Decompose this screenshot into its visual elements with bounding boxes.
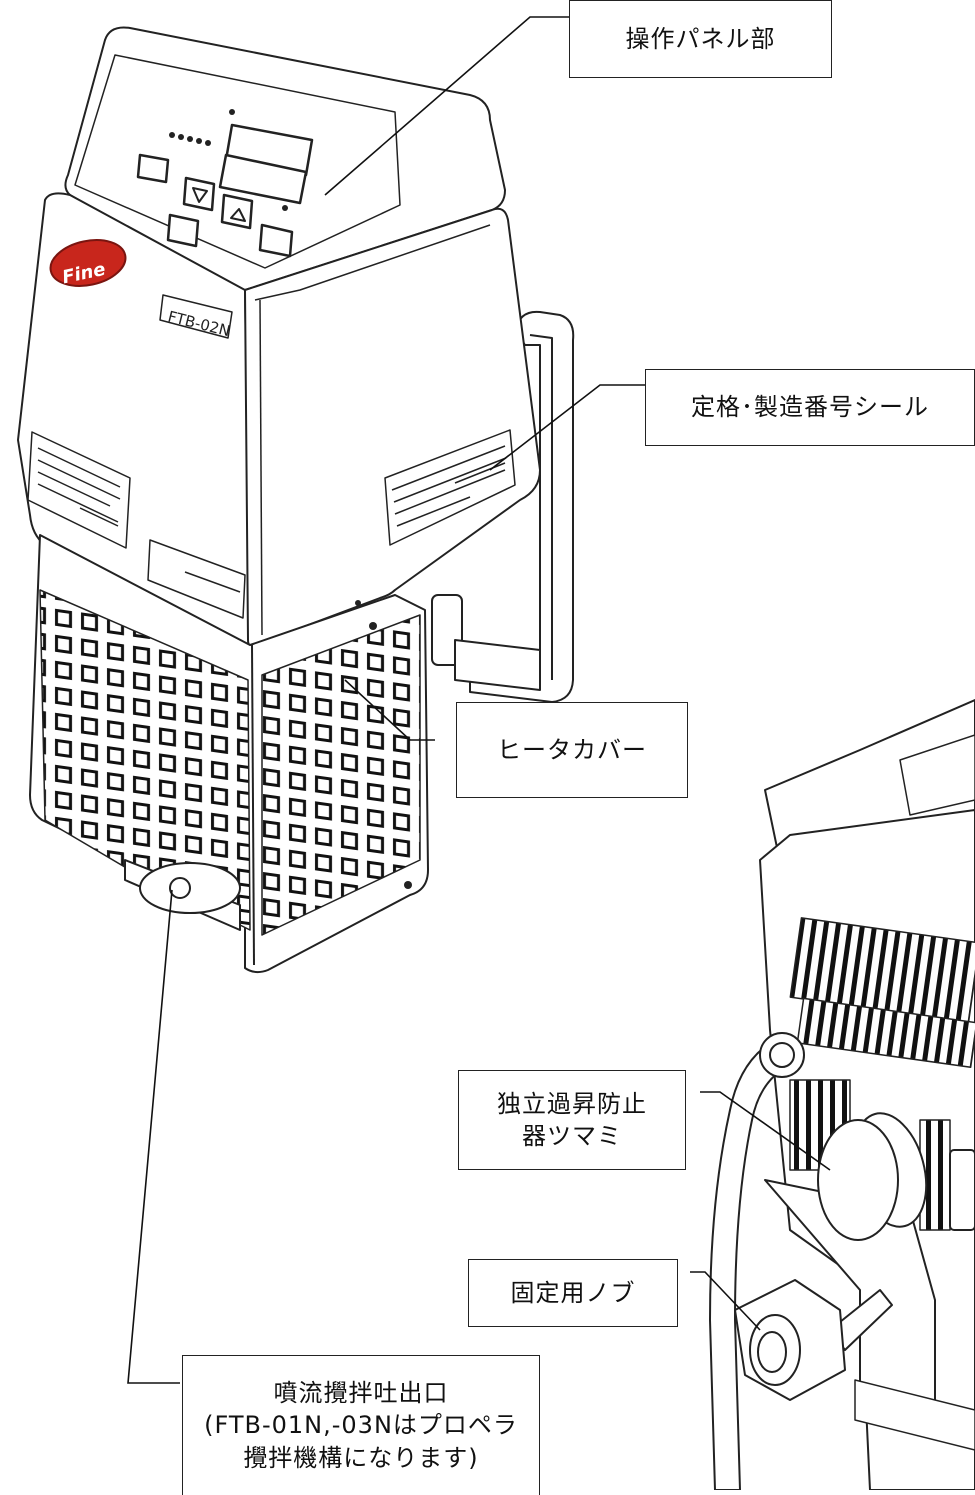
model-plate bbox=[159, 294, 233, 339]
display-lower bbox=[218, 153, 308, 205]
leader-fixing-knob bbox=[690, 1271, 761, 1331]
label-heater-cover: ヒータカバー bbox=[456, 702, 688, 798]
rating-seal bbox=[384, 429, 516, 546]
leader-rating-seal bbox=[489, 384, 645, 471]
label-rating-seal: 定格･製造番号シール bbox=[645, 369, 975, 446]
leader-heater-cover bbox=[344, 679, 435, 741]
rear-clamp-loop bbox=[709, 1039, 791, 1490]
rear-device bbox=[709, 699, 975, 1490]
panel-button-menu bbox=[258, 223, 294, 258]
label-overheat-knob: 独立過昇防止 器ツマミ bbox=[458, 1070, 686, 1170]
label-heater-cover-text: ヒータカバー bbox=[497, 735, 647, 764]
leader-lines bbox=[127, 16, 831, 1384]
outlet-nozzle bbox=[169, 877, 191, 899]
overheat-knob bbox=[817, 1112, 928, 1241]
main-device: Fine FTB-02N bbox=[17, 26, 575, 974]
panel-button-set bbox=[136, 153, 170, 184]
fixing-knob bbox=[734, 1279, 893, 1401]
label-overheat-knob-line1: 独立過昇防止 bbox=[497, 1089, 647, 1118]
panel-button-run bbox=[166, 213, 200, 248]
label-control-panel-text: 操作パネル部 bbox=[625, 24, 776, 53]
label-outlet-line3: 攪拌機構になります) bbox=[243, 1443, 479, 1472]
label-overheat-knob-line2: 器ツマミ bbox=[522, 1122, 622, 1150]
leader-control-panel bbox=[324, 16, 570, 196]
brand-logo bbox=[49, 239, 127, 287]
front-small-label bbox=[147, 539, 246, 619]
label-rating-seal-text: 定格･製造番号シール bbox=[691, 393, 929, 422]
label-outlet-line1: 噴流攪拌吐出口 bbox=[273, 1378, 449, 1407]
panel-button-down bbox=[182, 176, 216, 212]
label-fixing-knob: 固定用ノブ bbox=[468, 1259, 678, 1327]
label-outlet: 噴流攪拌吐出口 (FTB-01N,-03Nはプロペラ 攪拌機構になります) bbox=[182, 1355, 540, 1495]
heater-grille-side bbox=[261, 614, 421, 936]
mounting-bracket bbox=[469, 310, 575, 703]
label-fixing-knob-text: 固定用ノブ bbox=[510, 1278, 636, 1307]
label-control-panel: 操作パネル部 bbox=[569, 0, 832, 78]
label-outlet-line2: (FTB-01N,-03Nはプロペラ bbox=[204, 1411, 518, 1440]
leader-overheat-knob bbox=[700, 1091, 831, 1171]
leader-outlet bbox=[127, 889, 180, 1384]
